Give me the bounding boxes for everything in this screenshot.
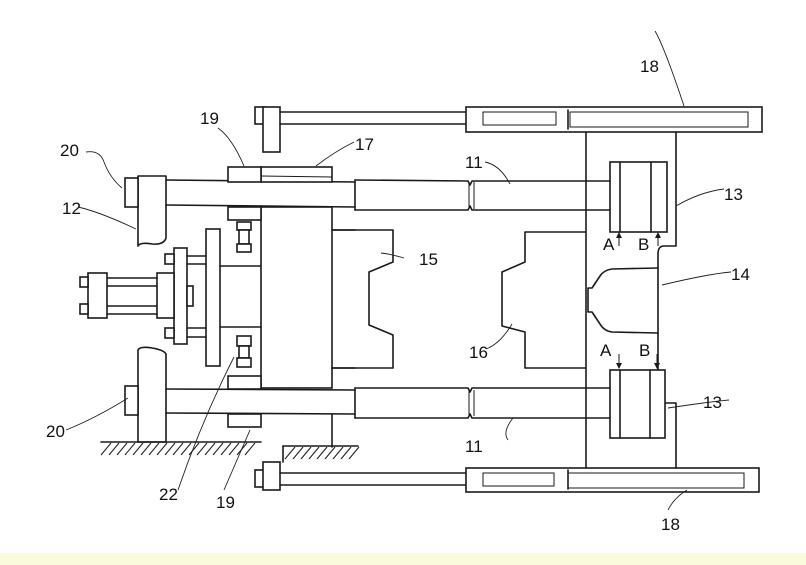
hatch-line <box>164 442 176 456</box>
actuator-22-top <box>236 221 252 253</box>
actuator-22-bottom <box>236 335 252 368</box>
hatch-line <box>244 442 256 456</box>
mold-platen-14 <box>587 267 659 334</box>
cylinder-top <box>609 161 668 233</box>
hatch-line <box>124 442 136 456</box>
hatch-line <box>204 442 216 456</box>
numeral-18-top: 18 <box>640 57 659 76</box>
port-label-top-b: B <box>638 235 649 254</box>
numeral-13-bottom: 13 <box>703 393 722 412</box>
numeral-11-bottom: 11 <box>465 437 483 456</box>
hatch-line <box>108 442 120 456</box>
hatch-line <box>324 446 336 460</box>
tie-bar-top <box>165 179 611 211</box>
hatch-line <box>284 446 296 460</box>
hatch-line <box>340 446 352 460</box>
numeral-14: 14 <box>731 265 750 284</box>
hatch-line <box>116 442 128 456</box>
hatch-line <box>316 446 328 460</box>
hatch-line <box>100 442 112 456</box>
hatch-line <box>308 446 320 460</box>
numeral-18-bottom: 18 <box>661 515 680 534</box>
hatch-line <box>220 442 232 456</box>
hatch-line <box>148 442 160 456</box>
hatch-line <box>300 446 312 460</box>
numeral-19-bottom: 19 <box>216 493 235 512</box>
mold-half-16 <box>501 231 587 369</box>
numerals: 20 12 19 17 11 13 15 14 16 20 22 19 11 1… <box>46 57 750 534</box>
hatch-line <box>132 442 144 456</box>
numeral-16: 16 <box>469 343 488 362</box>
hatch-line <box>188 442 200 456</box>
hatch-line <box>348 446 360 460</box>
hatch-line <box>140 442 152 456</box>
hatch-line <box>212 442 224 456</box>
numeral-22: 22 <box>159 485 178 504</box>
numeral-12: 12 <box>62 199 81 218</box>
numeral-20-bottom: 20 <box>46 422 65 441</box>
port-label-bottom-b: B <box>639 341 650 360</box>
guide-rod-top <box>254 106 763 153</box>
hatch-line <box>196 442 208 456</box>
split-nut-19-top <box>227 166 262 221</box>
port-label-bottom-a: A <box>600 341 612 360</box>
numeral-20-top: 20 <box>60 141 79 160</box>
numeral-13-top: 13 <box>724 185 743 204</box>
numeral-17: 17 <box>355 135 374 154</box>
port-arrows <box>616 232 661 369</box>
guide-rod-bottom <box>254 461 760 493</box>
ejector-assembly <box>79 228 262 367</box>
hatch-line <box>228 442 240 456</box>
moving-platen <box>260 206 356 389</box>
hatch-line <box>172 442 184 456</box>
hatch-line <box>332 446 344 460</box>
leader-lines <box>65 30 732 511</box>
numeral-19-top: 19 <box>200 109 219 128</box>
bracket-12 <box>124 175 167 247</box>
footer-bar <box>0 553 806 565</box>
hatch-line <box>292 446 304 460</box>
numeral-11-top: 11 <box>465 153 483 172</box>
cylinder-bottom <box>609 369 666 439</box>
split-nut-19-bottom <box>227 375 262 428</box>
mold-half-15 <box>331 229 394 369</box>
numeral-15: 15 <box>419 250 438 269</box>
hatch-line <box>180 442 192 456</box>
port-label-top-a: A <box>603 235 615 254</box>
clamp-unit-diagram: 20 12 19 17 11 13 15 14 16 20 22 19 11 1… <box>46 30 763 534</box>
nut-plate-17 <box>260 166 333 183</box>
ground-hatch <box>100 441 360 463</box>
bracket-lower <box>124 346 167 443</box>
patent-drawing: 20 12 19 17 11 13 15 14 16 20 22 19 11 1… <box>46 30 763 534</box>
hatch-line <box>156 442 168 456</box>
